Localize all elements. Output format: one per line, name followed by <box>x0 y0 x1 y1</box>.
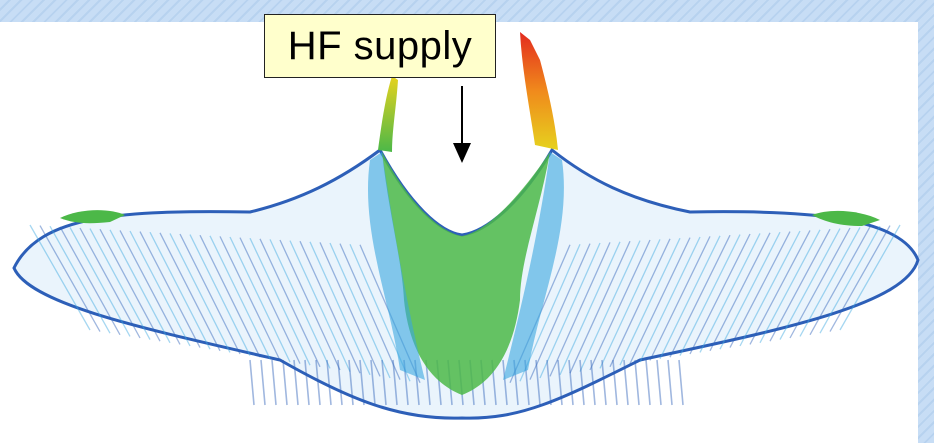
vector-stroke <box>283 360 287 405</box>
vector-stroke <box>679 360 683 405</box>
vector-stroke <box>646 360 650 405</box>
vector-stroke <box>657 360 661 405</box>
vector-stroke <box>261 360 265 405</box>
vector-stroke <box>250 360 254 405</box>
hf-supply-callout: HF supply <box>264 14 496 78</box>
vector-stroke <box>668 360 672 405</box>
down-arrow-icon <box>453 143 471 163</box>
callout-label: HF supply <box>288 24 473 69</box>
vector-stroke <box>635 360 639 405</box>
left-inlet-plume <box>378 76 398 152</box>
right-inlet-plume <box>520 32 558 150</box>
vector-stroke <box>272 360 276 405</box>
